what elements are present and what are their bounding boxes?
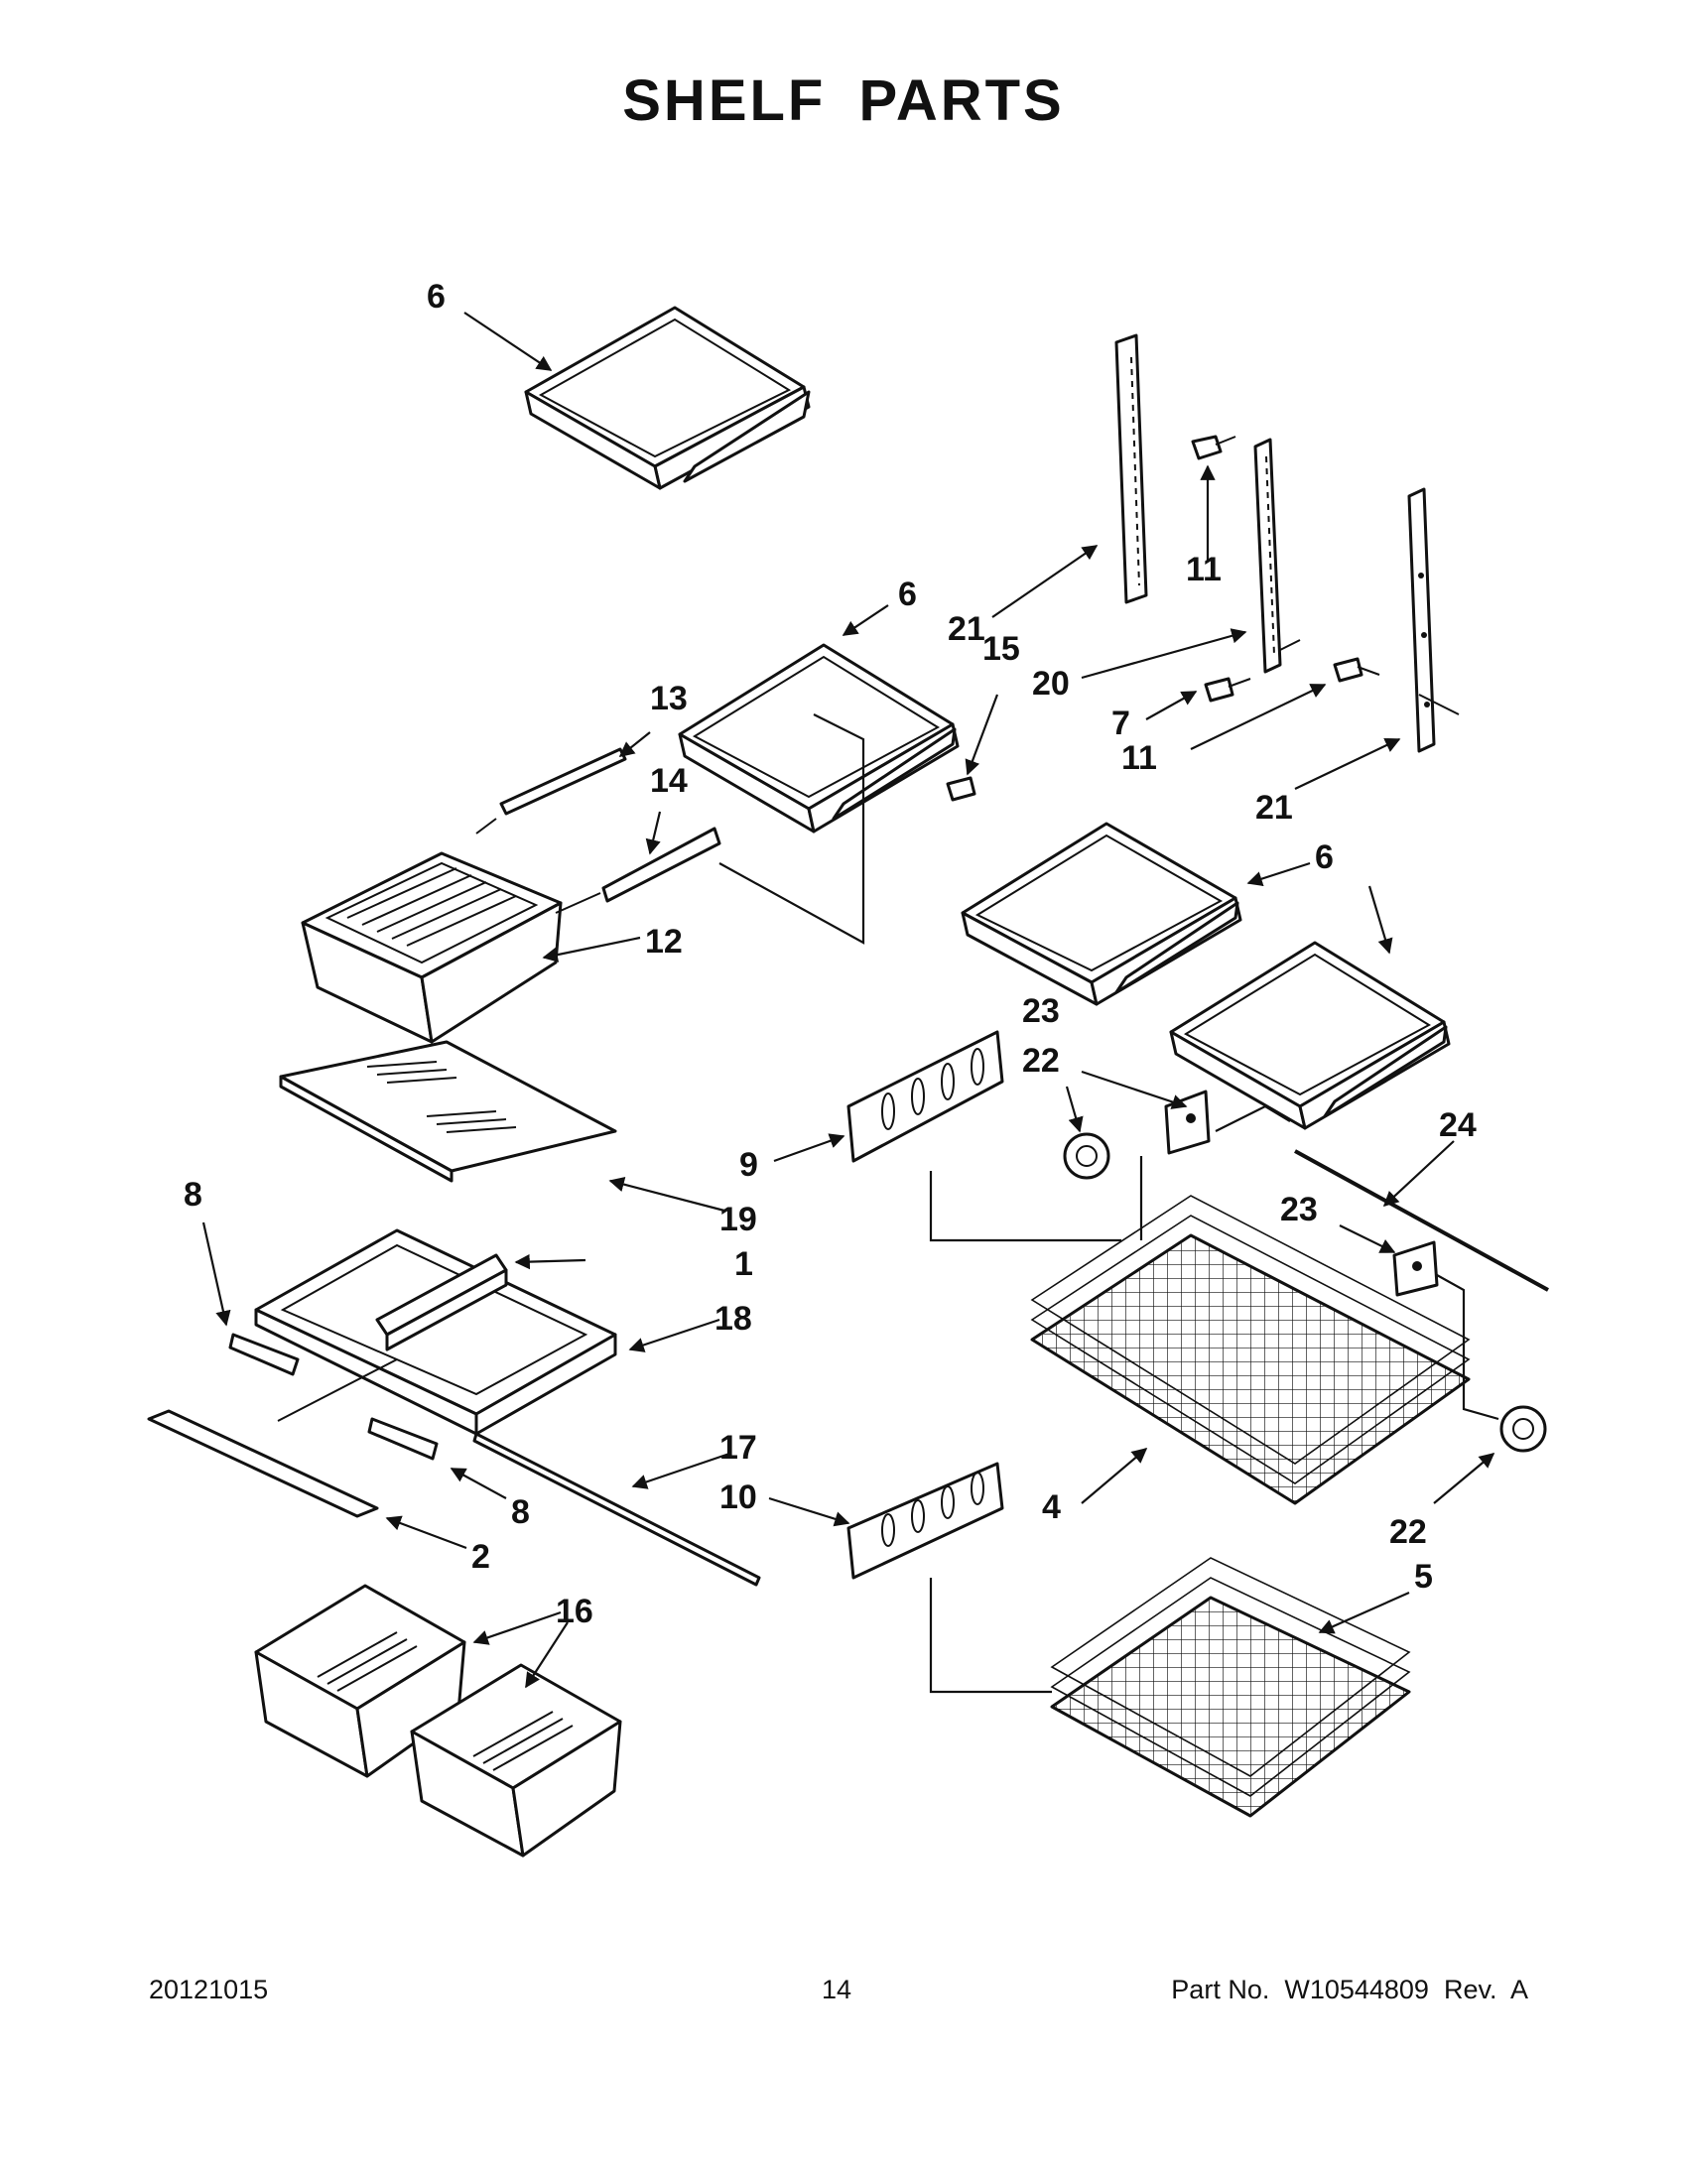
crisper-glass-cover	[279, 1040, 617, 1183]
page-title: SHELF PARTS	[622, 68, 1065, 133]
gear-upper	[1063, 1132, 1110, 1180]
glass-shelf-middle	[678, 643, 960, 834]
clip-right	[367, 1417, 439, 1461]
door-bin-left	[254, 1584, 466, 1778]
door-bin-right	[410, 1663, 622, 1858]
callout-6-middle: 6	[898, 576, 917, 613]
glass-shelf-top	[524, 306, 811, 490]
crisper-front-cover	[147, 1409, 379, 1518]
callout-6-right: 6	[1315, 838, 1334, 876]
callout-23-top: 23	[1022, 992, 1060, 1030]
callout-16: 16	[556, 1593, 593, 1630]
callout-23-lower: 23	[1280, 1191, 1318, 1228]
callout-10: 10	[719, 1478, 757, 1516]
slide-rod	[472, 1432, 761, 1587]
callout-24: 24	[1439, 1106, 1477, 1144]
footer-page-number: 14	[822, 1975, 852, 2004]
callout-5: 5	[1414, 1558, 1433, 1596]
callout-6-top: 6	[427, 278, 446, 316]
drawer-rail-upper	[499, 747, 627, 816]
clip-left	[228, 1333, 300, 1376]
callout-21-left: 21	[948, 610, 985, 648]
callout-14: 14	[650, 762, 688, 800]
callout-8-right: 8	[511, 1493, 530, 1531]
footer-date: 20121015	[149, 1975, 269, 2004]
glass-shelf-right-lower	[1169, 941, 1451, 1130]
drawer-rail-lower	[601, 827, 721, 903]
callout-1: 1	[734, 1245, 753, 1283]
callout-7: 7	[1111, 705, 1130, 742]
callout-13: 13	[650, 680, 688, 717]
callout-11-top: 11	[1186, 551, 1222, 588]
callout-21-right: 21	[1255, 789, 1293, 827]
footer-part-number: Part No. W10544809 Rev. A	[1171, 1975, 1528, 2004]
callout-20: 20	[1032, 665, 1070, 703]
callout-22-top: 22	[1022, 1042, 1060, 1080]
callout-17: 17	[719, 1429, 757, 1467]
wire-basket-lower	[1050, 1557, 1411, 1818]
humidity-divider	[375, 1253, 508, 1351]
callout-12: 12	[645, 923, 683, 961]
callout-4: 4	[1042, 1488, 1061, 1526]
shelf-rail-right	[1407, 487, 1436, 753]
callout-19: 19	[719, 1201, 757, 1238]
shelf-rail-left	[1114, 333, 1148, 604]
wire-basket-upper	[1030, 1195, 1471, 1505]
basket-rod	[1294, 1149, 1549, 1292]
callout-2: 2	[471, 1538, 490, 1576]
callout-9: 9	[739, 1146, 758, 1184]
screw-middle	[1204, 677, 1251, 703]
screw-right	[1333, 657, 1380, 683]
callout-18: 18	[714, 1300, 752, 1338]
callout-8-left: 8	[184, 1176, 202, 1214]
basket-handle-lower	[846, 1462, 1004, 1580]
shelf-rail-center	[1253, 438, 1282, 674]
basket-bracket-lower	[1392, 1240, 1439, 1297]
callout-22-lower: 22	[1389, 1513, 1427, 1551]
basket-handle-upper	[846, 1030, 1004, 1163]
basket-bracket-upper	[1164, 1090, 1211, 1155]
glass-shelf-right-upper	[961, 822, 1242, 1006]
callout-15: 15	[982, 630, 1020, 668]
screw-top	[1191, 435, 1236, 460]
callout-11-mid: 11	[1121, 739, 1157, 777]
screw-shelf	[946, 776, 976, 802]
gear-lower	[1499, 1405, 1547, 1453]
deli-drawer	[301, 851, 563, 1044]
